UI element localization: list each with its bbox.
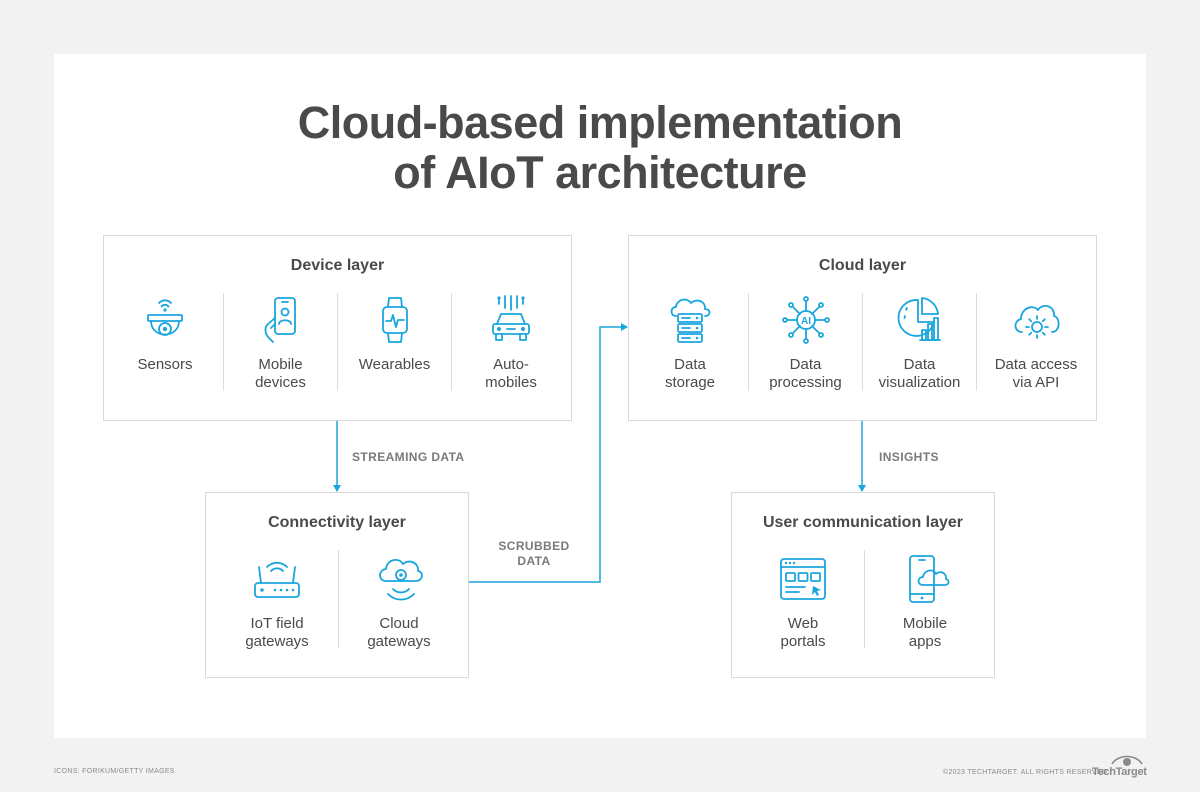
pie-bar-chart-icon — [897, 297, 941, 341]
device-layer-box: Device layer Sensors Mobile devices — [103, 235, 572, 421]
connectivity-layer-box: Connectivity layer IoT field gateways Cl… — [205, 492, 469, 678]
sensor-camera-icon — [147, 299, 183, 336]
cloud-item-visualization: Data visualization — [863, 294, 976, 392]
title-line-2: of AIoT architecture — [393, 147, 807, 198]
cloud-item-api: Data access via API — [977, 294, 1095, 392]
svg-text:AI: AI — [801, 316, 811, 327]
connectivity-item-label: Cloud gateways — [367, 615, 431, 650]
user-communication-layer-box: User communication layer Web portals Mob… — [731, 492, 995, 678]
divider — [451, 293, 452, 391]
divider — [223, 293, 224, 391]
user-item-label: Mobile apps — [902, 615, 948, 650]
connectivity-item-label: IoT field gateways — [245, 615, 309, 650]
divider — [862, 293, 863, 391]
insights-label: INSIGHTS — [879, 450, 939, 464]
cloud-item-storage: Data storage — [631, 294, 749, 392]
title-line-1: Cloud-based implementation — [297, 97, 903, 148]
streaming-data-label: STREAMING DATA — [352, 450, 465, 464]
device-item-automobiles: Auto- mobiles — [452, 294, 570, 392]
divider — [748, 293, 749, 391]
cloud-item-processing: AI Data processing — [749, 294, 862, 392]
cloud-item-label: Data access via API — [994, 356, 1078, 391]
cloud-signal-icon — [379, 558, 423, 601]
device-item-mobile: Mobile devices — [224, 294, 337, 392]
ai-chip-icon: AI — [781, 296, 830, 344]
cloud-gear-icon — [1014, 305, 1060, 339]
device-item-label: Auto- mobiles — [485, 356, 537, 391]
device-layer-title: Device layer — [290, 257, 385, 274]
device-item-label: Wearables — [358, 356, 431, 373]
router-icon — [254, 561, 300, 598]
icon-credit: ICONS: FORIKUM/GETTY IMAGES — [54, 768, 175, 775]
diagram-title: Cloud-based implementation of AIoT archi… — [0, 98, 1200, 198]
divider — [337, 293, 338, 391]
cloud-item-label: Data storage — [664, 356, 716, 391]
mobile-cloud-icon — [909, 555, 950, 603]
copyright-notice: ©2023 TECHTARGET. ALL RIGHTS RESERVED — [943, 769, 1108, 776]
eye-icon — [1111, 755, 1143, 766]
user-communication-layer-title: User communication layer — [762, 514, 964, 531]
scrubbed-data-arrow — [469, 323, 628, 583]
divider — [976, 293, 977, 391]
cloud-layer-box: Cloud layer Data storage AI Data process… — [628, 235, 1097, 421]
brand-name: TechTarget — [1092, 766, 1147, 778]
cloud-item-label: Data processing — [769, 356, 842, 391]
user-item-label: Web portals — [780, 615, 826, 650]
mobile-device-icon — [264, 297, 296, 343]
user-item-web-portals: Web portals — [742, 553, 864, 651]
divider — [864, 550, 865, 648]
connectivity-item-iot-gateways: IoT field gateways — [216, 553, 338, 651]
device-item-label: Mobile devices — [255, 356, 306, 391]
connectivity-item-cloud-gateways: Cloud gateways — [339, 553, 459, 651]
smartwatch-icon — [381, 297, 408, 343]
smart-car-icon — [492, 295, 530, 341]
device-item-label: Sensors — [137, 356, 193, 373]
web-browser-icon — [780, 558, 826, 600]
cloud-server-icon — [670, 298, 711, 343]
scrubbed-data-label: SCRUBBED DATA — [498, 539, 570, 568]
device-item-sensors: Sensors — [106, 294, 224, 374]
cloud-layer-title: Cloud layer — [818, 257, 907, 274]
connectivity-layer-title: Connectivity layer — [268, 514, 406, 531]
user-item-mobile-apps: Mobile apps — [865, 553, 985, 651]
techtarget-logo: TechTarget — [1092, 752, 1148, 782]
divider — [338, 550, 339, 648]
device-item-wearables: Wearables — [338, 294, 451, 374]
cloud-item-label: Data visualization — [878, 356, 961, 391]
